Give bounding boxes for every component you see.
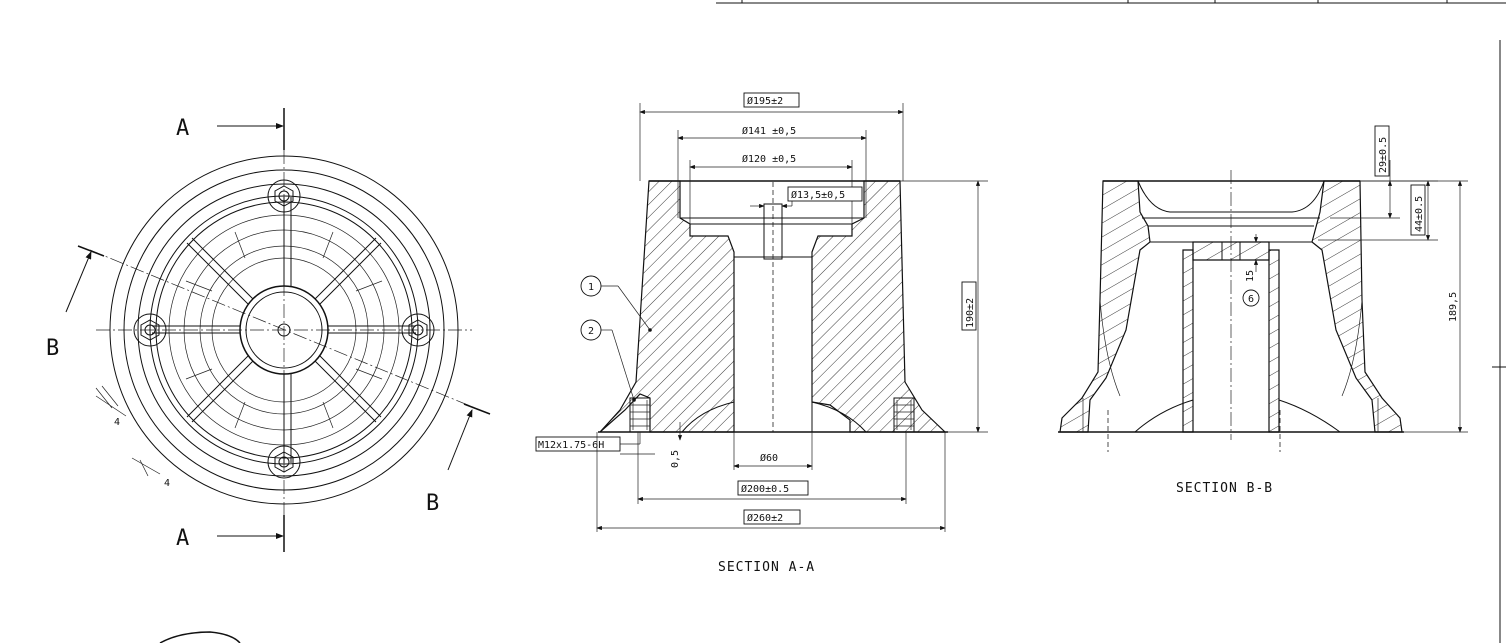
dim-h44: 44±0.5 bbox=[1414, 196, 1425, 232]
dim-d195: Ø195±2 bbox=[747, 95, 783, 107]
section-label-a-bottom: A bbox=[176, 526, 189, 551]
dim-t0-5: 0,5 bbox=[670, 450, 681, 468]
partial-circle-symbol bbox=[159, 631, 241, 643]
dim-d200: Ø200±0.5 bbox=[741, 483, 789, 495]
bolt-boss-right bbox=[401, 313, 435, 347]
dim-h189-5: 189,5 bbox=[1448, 292, 1459, 322]
plan-view: A A B B 4 4 bbox=[46, 108, 491, 552]
dim-d260: Ø260±2 bbox=[747, 512, 783, 524]
bolt-boss-top bbox=[267, 179, 301, 213]
plan-small-dim-1: 4 bbox=[114, 417, 120, 428]
balloon-6: 6 bbox=[1248, 294, 1254, 305]
dim-thread: M12x1.75-6H bbox=[538, 440, 604, 451]
bolt-boss-left bbox=[133, 313, 167, 347]
caption-section-aa: SECTION A-A bbox=[718, 560, 815, 575]
balloon-2: 2 bbox=[588, 326, 594, 337]
title-block-fragment bbox=[716, 0, 1506, 643]
dim-h15: 15 bbox=[1245, 270, 1256, 282]
section-label-b-left: B bbox=[46, 336, 59, 361]
caption-section-bb: SECTION B-B bbox=[1176, 481, 1273, 496]
section-label-a-top: A bbox=[176, 116, 189, 141]
section-b-b: 29±0.5 44±0.5 15 6 189,5 SECTION B-B bbox=[1058, 125, 1468, 496]
dim-d60: Ø60 bbox=[760, 452, 778, 464]
dim-d141: Ø141 ±0,5 bbox=[742, 125, 796, 137]
dim-d120: Ø120 ±0,5 bbox=[742, 153, 796, 165]
plan-small-dim-2: 4 bbox=[164, 478, 170, 489]
dim-d13-5: Ø13,5±0,5 bbox=[791, 189, 845, 201]
dim-h190: 190±2 bbox=[965, 298, 976, 328]
section-a-a: Ø195±2 Ø141 ±0,5 Ø120 ±0,5 Ø13,5±0,5 190… bbox=[535, 92, 988, 575]
bolt-boss-bottom bbox=[267, 445, 301, 479]
section-label-b-right: B bbox=[426, 491, 439, 516]
dim-h29: 29±0.5 bbox=[1378, 137, 1389, 173]
balloon-1: 1 bbox=[588, 282, 594, 293]
